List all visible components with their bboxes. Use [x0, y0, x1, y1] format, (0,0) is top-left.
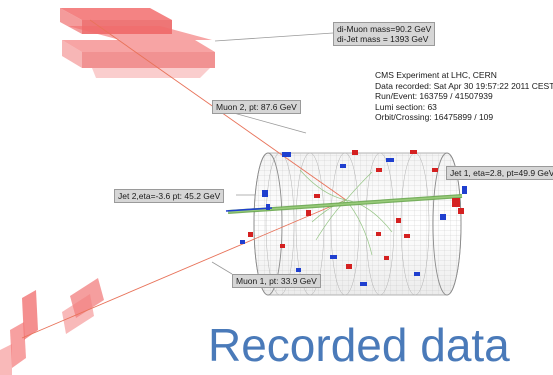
orbit-crossing-text: Orbit/Crossing: 16475899 / 109: [375, 112, 494, 122]
hits-blue: [240, 152, 467, 286]
jet2-label: Jet 2,eta=-3.6 pt: 45.2 GeV: [114, 189, 225, 203]
run-event-text: Run/Event: 163759 / 41507939: [375, 91, 493, 101]
mass-label: di-Muon mass=90.2 GeV di-Jet mass = 1393…: [333, 22, 436, 46]
muon-chamber-lower: [0, 278, 104, 375]
muon-chamber-upper: [60, 8, 215, 78]
tracker-barrel: [253, 152, 462, 296]
dimuon-mass-text: di-Muon mass=90.2 GeV: [337, 24, 432, 34]
data-recorded-text: Data recorded: Sat Apr 30 19:57:22 2011 …: [375, 80, 553, 91]
event-info: CMS Experiment at LHC, CERN Data recorde…: [375, 70, 553, 123]
lumi-section-text: Lumi section: 63: [375, 101, 437, 112]
muon1-label: Muon 1, pt: 33.9 GeV: [232, 274, 321, 288]
experiment-text: CMS Experiment at LHC, CERN: [375, 70, 497, 80]
muon2-label: Muon 2, pt: 87.6 GeV: [212, 100, 301, 114]
jet1-label: Jet 1, eta=2.8, pt=49.9 GeV: [446, 166, 553, 180]
hits-red: [248, 150, 464, 269]
caption-text: Recorded data: [208, 319, 510, 371]
dijet-mass-text: di-Jet mass = 1393 GeV: [337, 34, 429, 44]
